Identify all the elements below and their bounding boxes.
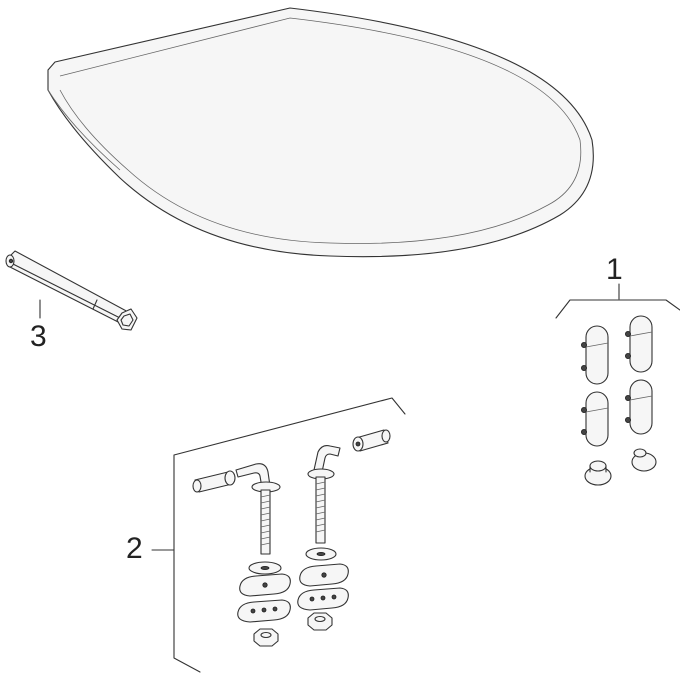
callout-1-bracket [555,283,680,319]
seat-buffer [581,391,609,447]
callout-2-bracket [151,397,406,673]
expansion-plate [299,563,349,587]
hinge-sleeve [352,429,391,452]
hex-nut [253,628,279,647]
hex-socket-tool [5,250,138,331]
hinge-sleeve [192,470,236,493]
seat-buffer [625,379,653,435]
round-buffer [631,448,657,472]
expansion-plate [297,587,349,611]
washer [248,561,282,575]
toilet-seat-lid [47,7,594,258]
l-shaped-bolt [235,463,281,555]
callout-number-1: 1 [606,253,623,286]
round-buffer [584,460,612,486]
callout-number-3: 3 [30,320,47,353]
expansion-plate [237,599,291,623]
callout-number-2: 2 [126,532,143,565]
l-shaped-bolt [307,445,341,544]
expansion-plate [239,573,291,597]
seat-buffer [581,325,609,385]
washer [305,547,337,561]
hex-nut [307,612,333,631]
seat-buffer [625,315,653,373]
